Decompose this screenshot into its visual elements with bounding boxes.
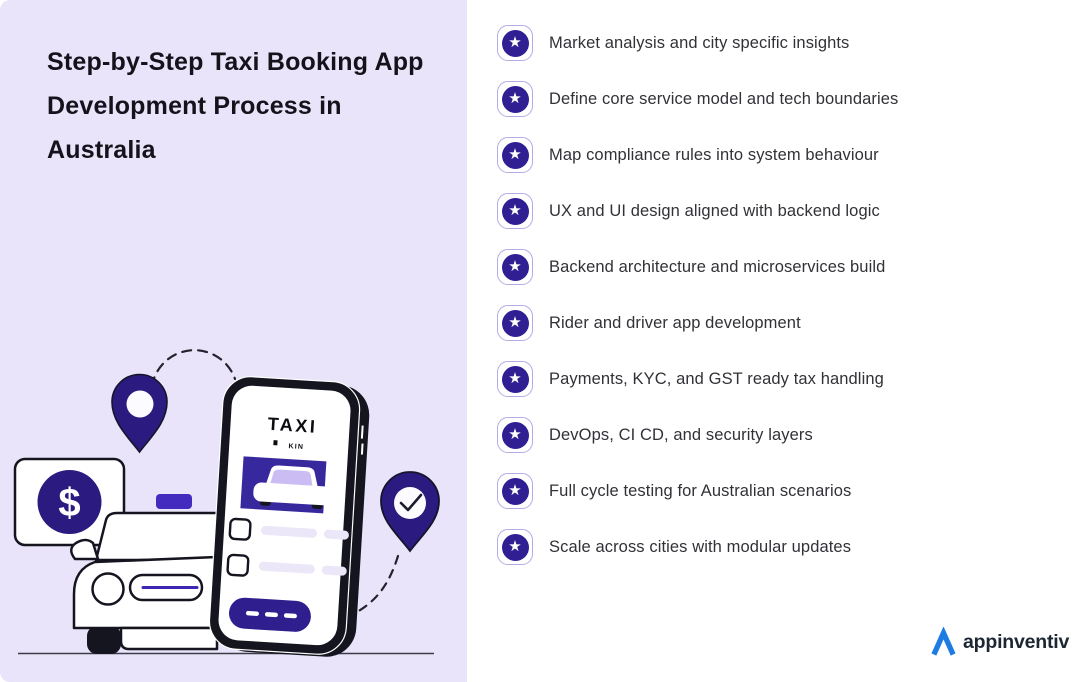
step-label: Scale across cities with modular updates (549, 537, 852, 556)
step-label: Payments, KYC, and GST ready tax handlin… (549, 369, 884, 388)
step-label: UX and UI design aligned with backend lo… (549, 201, 880, 220)
phone-speaker (279, 391, 320, 398)
svg-text:$: $ (58, 481, 80, 525)
star-badge-icon: ★ (497, 137, 533, 173)
taxi-roof-sign (156, 494, 192, 509)
step-item: ★ DevOps, CI CD, and security layers (497, 417, 898, 453)
dashed-curve (355, 554, 400, 614)
step-item: ★ Full cycle testing for Australian scen… (497, 473, 898, 509)
step-item: ★ Define core service model and tech bou… (497, 81, 898, 117)
step-label: Define core service model and tech bound… (549, 89, 899, 108)
phone-checkbox (228, 517, 252, 541)
location-pin-icon (111, 373, 168, 454)
step-item: ★ Backend architecture and microservices… (497, 249, 898, 285)
step-item: ★ Map compliance rules into system behav… (497, 137, 898, 173)
phone-action-button (228, 597, 311, 632)
star-badge-icon: ★ (497, 249, 533, 285)
step-item: ★ Market analysis and city specific insi… (497, 25, 898, 61)
step-label: DevOps, CI CD, and security layers (549, 425, 813, 444)
appinventiv-logo-text: appinventiv (963, 630, 1070, 653)
phone-car-banner (240, 456, 332, 514)
dollar-badge-icon: $ (13, 457, 126, 547)
star-badge-icon: ★ (497, 361, 533, 397)
star-badge-icon: ★ (497, 473, 533, 509)
taxi-illustration: $ TAXI KIN (13, 349, 440, 657)
star-badge-icon: ★ (497, 417, 533, 453)
steps-list: ★ Market analysis and city specific insi… (497, 25, 898, 565)
star-badge-icon: ★ (497, 529, 533, 565)
taxi-car (70, 494, 219, 654)
step-label: Backend architecture and microservices b… (549, 257, 886, 276)
phone-checkbox (226, 553, 250, 577)
appinventiv-logo: appinventiv (931, 626, 1069, 658)
step-item: ★ Rider and driver app development (497, 305, 898, 341)
star-badge-icon: ★ (497, 193, 533, 229)
step-label: Market analysis and city specific insigh… (549, 33, 850, 52)
step-label: Rider and driver app development (549, 313, 801, 332)
appinventiv-logo-icon (931, 627, 956, 656)
check-pin-icon (380, 471, 440, 553)
page-title: Step-by-Step Taxi Booking App Developmen… (47, 48, 424, 164)
step-item: ★ UX and UI design aligned with backend … (497, 193, 898, 229)
smartphone: TAXI KIN (208, 376, 370, 657)
dashed-arc (150, 349, 237, 388)
star-badge-icon: ★ (497, 305, 533, 341)
star-badge-icon: ★ (497, 25, 533, 61)
phone-app-title: TAXI (267, 414, 318, 437)
step-item: ★ Payments, KYC, and GST ready tax handl… (497, 361, 898, 397)
step-label: Full cycle testing for Australian scenar… (549, 481, 852, 500)
star-badge-icon: ★ (497, 81, 533, 117)
step-label: Map compliance rules into system behavio… (549, 145, 879, 164)
step-item: ★ Scale across cities with modular updat… (497, 529, 898, 565)
phone-app-subtitle: KIN (288, 443, 304, 451)
